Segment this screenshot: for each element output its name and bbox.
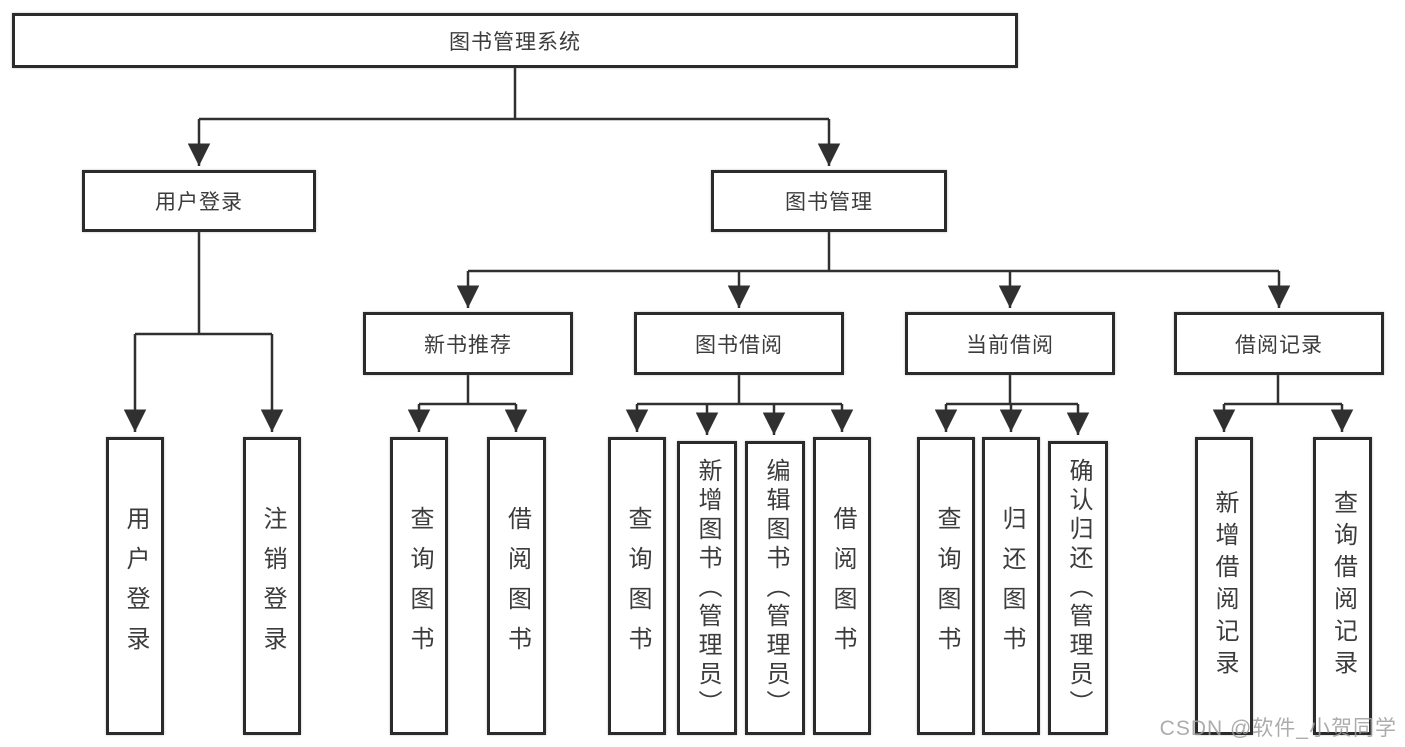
leaf-label: 查询借阅记录 [1329, 490, 1357, 682]
leaf-query-borrow-record: 查询借阅记录 [1313, 437, 1372, 735]
node-current-borrowing: 当前借阅 [905, 312, 1115, 375]
leaf-label: 查询图书 [933, 506, 960, 666]
node-book-management: 图书管理 [711, 170, 947, 232]
leaf-label: 查询图书 [624, 506, 651, 666]
leaf-add-books-admin: 新增图书（管理员） [677, 441, 737, 735]
leaf-label: 新增图书（管理员） [694, 457, 721, 719]
leaf-label: 编辑图书（管理员） [762, 457, 789, 719]
leaf-borrow-books-recommend: 借阅图书 [487, 437, 546, 735]
node-book-borrowing: 图书借阅 [634, 312, 844, 375]
leaf-return-books: 归还图书 [982, 437, 1040, 735]
leaf-borrow-books: 借阅图书 [813, 437, 871, 735]
node-new-book-recommendation: 新书推荐 [363, 312, 573, 375]
leaf-label: 借阅图书 [503, 506, 531, 666]
csdn-watermark: CSDN @软件_小贺同学 [1159, 717, 1397, 740]
leaf-label: 注销登录 [259, 506, 286, 666]
leaf-query-books-recommend: 查询图书 [390, 437, 448, 735]
leaf-add-borrow-record: 新增借阅记录 [1195, 437, 1253, 735]
leaf-user-login: 用户登录 [106, 437, 164, 735]
node-library-management-system: 图书管理系统 [12, 13, 1018, 68]
leaf-label: 查询图书 [406, 506, 433, 666]
leaf-label: 借阅图书 [829, 506, 856, 666]
leaf-query-books-borrow: 查询图书 [608, 437, 666, 735]
connector-rails [135, 68, 1342, 406]
leaf-label: 归还图书 [998, 506, 1025, 666]
node-user-login: 用户登录 [82, 170, 316, 232]
leaf-query-books-current: 查询图书 [917, 437, 975, 735]
leaf-edit-books-admin: 编辑图书（管理员） [745, 441, 805, 735]
leaf-label: 确认归还（管理员） [1065, 457, 1092, 719]
connector-arrows [123, 119, 1354, 435]
leaf-label: 用户登录 [122, 506, 149, 666]
leaf-confirm-return-admin: 确认归还（管理员） [1048, 441, 1108, 735]
leaf-logout: 注销登录 [243, 437, 301, 735]
leaf-label: 新增借阅记录 [1211, 490, 1238, 682]
node-borrowing-records: 借阅记录 [1174, 312, 1384, 375]
